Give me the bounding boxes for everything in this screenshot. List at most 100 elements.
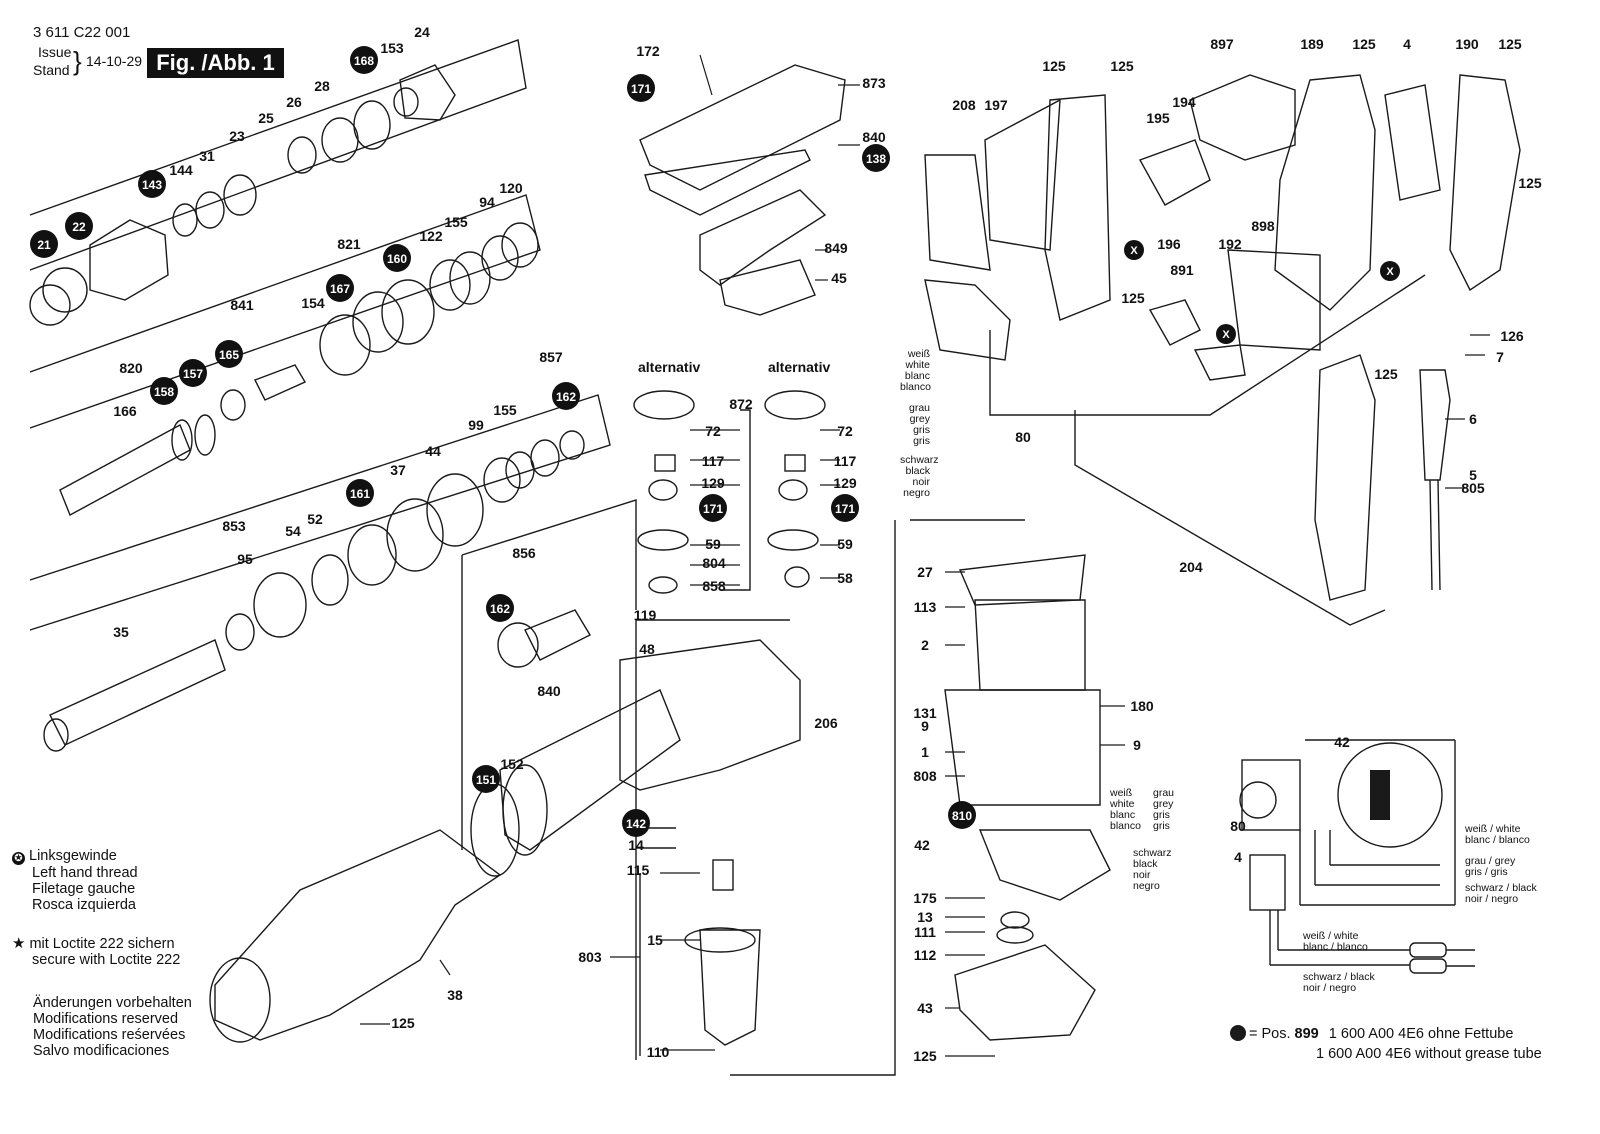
- callout-21: 21: [30, 230, 58, 258]
- footnote-position: 899: [1294, 1026, 1319, 1042]
- callout-number: 112: [914, 947, 937, 963]
- callout-99: 99: [468, 417, 484, 433]
- callout-number: 853: [222, 518, 246, 534]
- callout-number: 840: [537, 683, 561, 699]
- callout-number: 155: [493, 402, 517, 418]
- wire-label: white: [905, 359, 930, 371]
- callout-number: 165: [219, 348, 239, 362]
- callout-125: 125: [1374, 366, 1398, 382]
- callout-number: 167: [330, 282, 350, 296]
- callout-number: 129: [833, 475, 857, 491]
- callout-166: 166: [113, 403, 137, 419]
- grease-dot-icon: [831, 494, 859, 522]
- callout-number: 153: [380, 40, 404, 56]
- callout-858: 858: [702, 578, 726, 594]
- callout-125: 125: [1121, 290, 1145, 306]
- legend-text: Änderungen vorbehalten: [33, 995, 192, 1011]
- wire-label: schwarz: [900, 454, 939, 466]
- wire-label: noir: [912, 476, 930, 488]
- callout-number: 59: [705, 536, 721, 552]
- wire-labels-motor-grey: grau grey gris gris: [1153, 788, 1174, 832]
- callout-number: 171: [631, 82, 651, 96]
- grease-dot-icon: [138, 170, 166, 198]
- callout-number: 125: [391, 1015, 415, 1031]
- grease-dot-icon: [30, 230, 58, 258]
- callout-172: 172: [636, 43, 660, 59]
- callout-number: 138: [866, 152, 886, 166]
- wire-label: schwarz / black: [1303, 971, 1375, 983]
- callout-157: 157: [179, 359, 207, 387]
- callout-72: 72: [837, 423, 853, 439]
- callout-number: 28: [314, 78, 330, 94]
- callout-number: 6: [1469, 411, 1477, 427]
- legend-modifications: Änderungen vorbehalten Modifications res…: [33, 995, 192, 1059]
- issue-label: Issue: [38, 44, 72, 60]
- callout-number: 113: [914, 599, 937, 615]
- callout-number: 820: [119, 360, 143, 376]
- wire-label: weiß / white: [1303, 930, 1359, 942]
- callout-44: 44: [425, 443, 441, 459]
- callout-number: 873: [862, 75, 886, 91]
- callout-number: 131: [913, 705, 937, 721]
- callout-number: 7: [1496, 349, 1504, 365]
- grease-dot-icon: [326, 274, 354, 302]
- callout-803: 803: [578, 949, 602, 965]
- callout-number: X: [1222, 329, 1230, 341]
- callout-38: 38: [447, 987, 463, 1003]
- star-icon: ★: [12, 935, 26, 952]
- callout-35: 35: [113, 624, 129, 640]
- callout-number: 840: [862, 129, 886, 145]
- callout-115: 115: [627, 862, 650, 878]
- callout-161: 161: [346, 479, 374, 507]
- callout-number: 38: [447, 987, 463, 1003]
- callout-number: 1: [921, 744, 929, 760]
- callout-number: 208: [952, 97, 976, 113]
- figure-label: Fig. /Abb. 1: [147, 48, 284, 78]
- footnote-text-1: 1 600 A00 4E6 ohne Fettube: [1328, 1026, 1514, 1042]
- grease-dot-icon: [350, 46, 378, 74]
- callout-891: 891: [1170, 262, 1194, 278]
- callout-number: 168: [354, 54, 374, 68]
- callout-number: 94: [479, 194, 495, 210]
- callout-189: 189: [1300, 36, 1324, 52]
- callout-number: 805: [1461, 480, 1485, 496]
- callout-number: 2: [921, 637, 929, 653]
- callout-number: 152: [500, 756, 524, 772]
- callout-58: 58: [837, 570, 853, 586]
- callout-857: 857: [539, 349, 563, 365]
- callout-54: 54: [285, 523, 301, 539]
- callout-number: 803: [578, 949, 602, 965]
- callout-number: 13: [917, 909, 933, 925]
- callout-number: 9: [921, 718, 929, 734]
- callout-number: 72: [705, 423, 721, 439]
- callout-number: 142: [626, 817, 646, 831]
- callout-15: 15: [647, 932, 663, 948]
- callout-22: 22: [65, 212, 93, 240]
- wire-label: noir / negro: [1465, 893, 1519, 905]
- callout-27: 27: [917, 564, 933, 580]
- footnote-text-2: 1 600 A00 4E6 without grease tube: [1316, 1046, 1542, 1062]
- callout-37: 37: [390, 462, 406, 478]
- callout-number: 15: [647, 932, 663, 948]
- callout-59: 59: [705, 536, 721, 552]
- callout-4: 4: [1234, 849, 1242, 865]
- legend-text: mit Loctite 222 sichern: [29, 936, 175, 952]
- callout-9: 9: [1133, 737, 1141, 753]
- callout-number: 157: [183, 367, 203, 381]
- callout-144: 144: [169, 162, 193, 178]
- callout-171: 171: [627, 74, 655, 102]
- callout-131: 131: [913, 705, 937, 721]
- callout-number: 42: [1334, 734, 1350, 750]
- grease-dot-icon: [862, 144, 890, 172]
- callout-117: 117: [702, 453, 725, 469]
- callout-142: 142: [622, 809, 650, 837]
- wire-label: grau: [908, 402, 930, 414]
- callout-154: 154: [301, 295, 325, 311]
- footnote-prefix: = Pos.: [1249, 1026, 1291, 1042]
- callout-number: 180: [1130, 698, 1154, 714]
- callout-number: 158: [154, 385, 174, 399]
- callout-167: 167: [326, 274, 354, 302]
- grease-dot-icon: [383, 244, 411, 272]
- grease-dot-icon: [627, 74, 655, 102]
- callout-52: 52: [307, 511, 323, 527]
